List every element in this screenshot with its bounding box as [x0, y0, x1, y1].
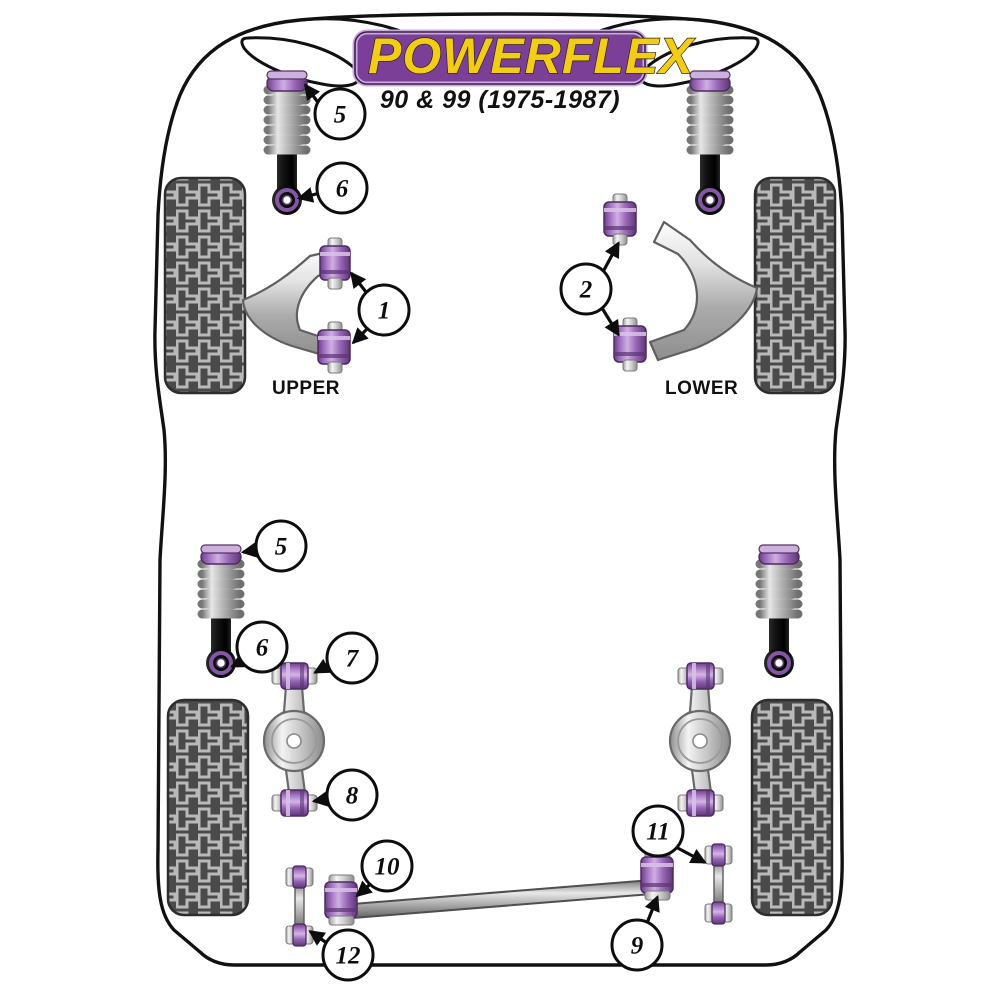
callout-10-number: 10: [375, 854, 401, 881]
coil-spring-front-left: [263, 85, 311, 155]
callout-8[interactable]: 8: [325, 768, 379, 822]
coil-spring-front-right: [686, 85, 734, 155]
bush-front-upper-arm-inner: [317, 321, 351, 374]
callout-6-front[interactable]: 6: [315, 161, 369, 215]
callout-12-number: 12: [336, 943, 361, 970]
bush-trailing-arm-right-upper: [677, 662, 724, 690]
control-arm-front-upper-left: [241, 248, 342, 358]
shock-absorber-front-left: [263, 70, 311, 215]
callout-8-number: 8: [346, 783, 359, 810]
callout-2-number: 2: [579, 277, 593, 304]
callout-5-rear[interactable]: 5: [254, 519, 308, 573]
bush-drop-link-left-upper: [285, 865, 314, 889]
drop-link-rear-right: [704, 843, 733, 925]
callout-9-number: 9: [631, 933, 644, 960]
control-arm-front-lower-right: [648, 220, 759, 362]
bush-trailing-arm-right-lower: [677, 789, 724, 817]
drop-link-rear-left: [285, 865, 314, 947]
callout-5-front[interactable]: 5: [313, 87, 367, 141]
trailing-arm-rear-left: [262, 684, 326, 802]
bush-front-lower-arm-outer: [603, 193, 637, 246]
callout-1-number: 1: [378, 298, 391, 325]
bush-trailing-arm-left-lower: [271, 789, 318, 817]
logo-subtitle: 90 & 99 (1975-1987): [380, 86, 620, 114]
callout-2[interactable]: 2: [559, 262, 613, 316]
shock-absorber-front-right: [686, 70, 734, 215]
shock-top-mount-rear-right: [758, 544, 800, 565]
wheel-front-right: [753, 176, 837, 395]
callout-5-rear-number: 5: [275, 534, 288, 561]
wheel-front-left: [163, 176, 247, 395]
bush-panhard-rod-right: [640, 849, 674, 901]
bush-trailing-arm-left-upper: [271, 662, 318, 690]
bush-front-lower-arm-inner: [613, 317, 647, 372]
trailing-arm-rear-right: [668, 684, 732, 802]
callout-12[interactable]: 12: [321, 928, 375, 982]
shock-absorber-rear-right: [755, 544, 803, 678]
bush-drop-link-left-lower: [285, 923, 314, 947]
callout-6-rear-number: 6: [256, 635, 269, 662]
callout-6-front-number: 6: [336, 176, 349, 203]
callout-1[interactable]: 1: [357, 283, 411, 337]
coil-spring-rear-right: [755, 559, 803, 619]
callout-11[interactable]: 11: [631, 804, 685, 858]
bush-drop-link-right-upper: [704, 843, 733, 867]
callout-10[interactable]: 10: [360, 839, 414, 893]
label-upper: UPPER: [272, 378, 340, 399]
callout-5-front-number: 5: [334, 102, 347, 129]
bush-drop-link-right-lower: [704, 901, 733, 925]
wheel-rear-left: [166, 698, 250, 917]
wheel-rear-right: [750, 698, 834, 917]
shock-top-mount-front-left: [266, 70, 308, 92]
bush-panhard-rod-left: [324, 874, 358, 926]
callout-7-number: 7: [346, 646, 360, 673]
bush-front-upper-arm-outer: [319, 237, 351, 290]
coil-spring-rear-left: [197, 559, 245, 619]
shock-absorber-rear-left: [197, 544, 245, 678]
logo-wordmark: POWERFLEX: [368, 28, 695, 84]
callout-11-number: 11: [646, 819, 670, 846]
shock-top-mount-front-right: [689, 70, 731, 92]
car-body-outline: [153, 12, 847, 967]
label-lower: LOWER: [665, 378, 738, 399]
callout-7[interactable]: 7: [325, 631, 379, 685]
powerflex-logo: POWERFLEX: [352, 27, 695, 87]
shock-top-mount-rear-left: [200, 544, 242, 565]
callout-6-rear[interactable]: 6: [235, 620, 289, 674]
callout-9[interactable]: 9: [610, 918, 664, 972]
